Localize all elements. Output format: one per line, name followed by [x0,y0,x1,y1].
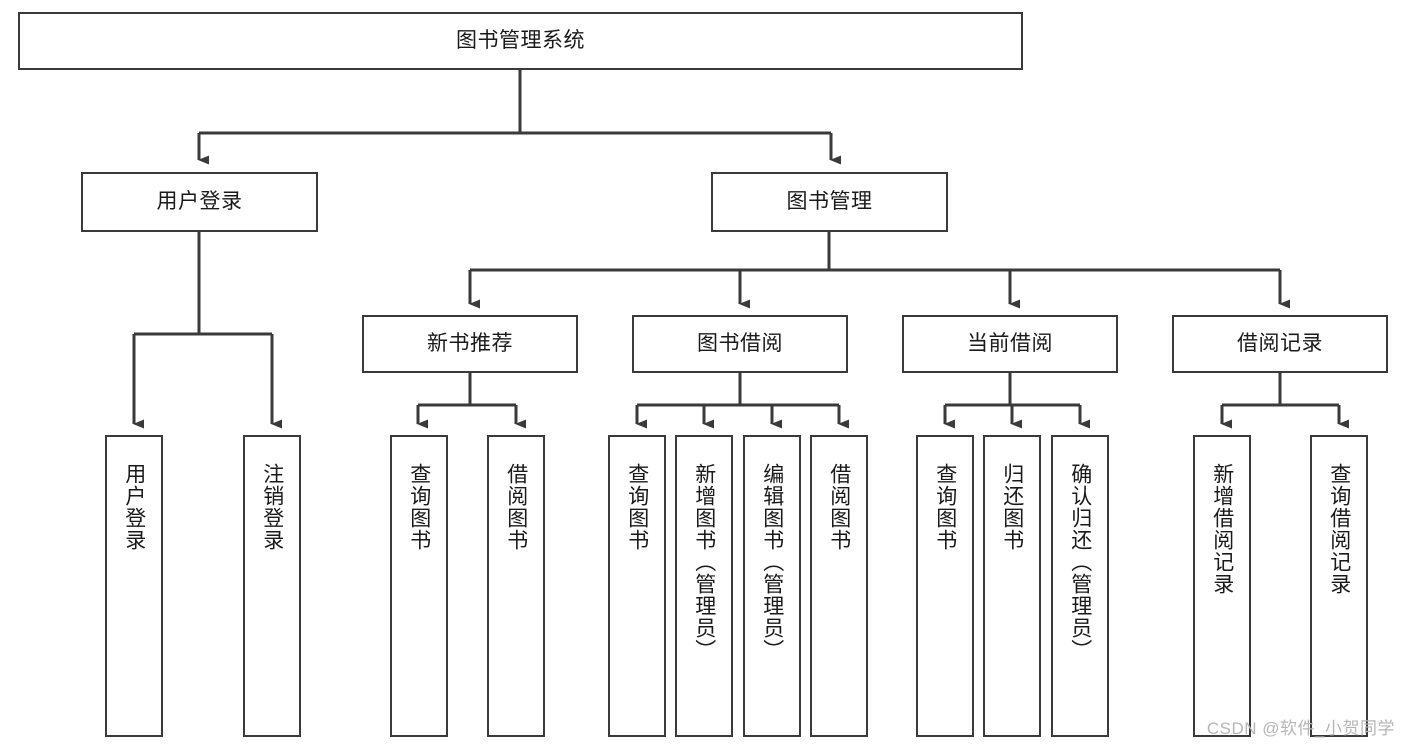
node-book-management-label: 图书管理 [786,189,873,213]
leaf-query-book-borrow[interactable]: 查询图书 [608,435,666,737]
edge-borrow-record-to-leaves [1220,373,1349,429]
node-new-book-recommend-label: 新书推荐 [427,331,513,355]
node-book-borrow-label: 图书借阅 [697,331,783,355]
leaf-label: 编辑图书（管理员） [760,463,784,661]
leaf-label: 归还图书 [1000,463,1024,551]
leaf-label: 注销登录 [260,463,284,551]
leaf-query-book-recommend[interactable]: 查询图书 [390,435,448,737]
edge-user-login-to-leaves [132,232,282,429]
node-user-login[interactable]: 用户登录 [81,172,318,232]
leaf-label: 查询图书 [407,463,431,551]
leaf-label: 借阅图书 [504,463,528,551]
node-new-book-recommend[interactable]: 新书推荐 [362,315,578,373]
leaf-edit-book-admin[interactable]: 编辑图书（管理员） [743,435,801,737]
leaf-label: 查询图书 [625,463,649,551]
node-book-management[interactable]: 图书管理 [711,172,948,232]
leaf-label: 新增借阅记录 [1210,463,1234,595]
leaf-user-logout[interactable]: 注销登录 [243,435,301,737]
leaf-query-borrow-record[interactable]: 查询借阅记录 [1310,435,1368,737]
node-current-borrow-label: 当前借阅 [967,331,1053,355]
leaf-label: 查询借阅记录 [1327,463,1351,595]
leaf-label: 查询图书 [933,463,957,551]
leaf-borrow-book-recommend[interactable]: 借阅图书 [487,435,545,737]
leaf-confirm-return-admin[interactable]: 确认归还（管理员） [1051,435,1109,737]
edge-root-to-level2 [197,70,841,165]
leaf-add-borrow-record[interactable]: 新增借阅记录 [1193,435,1251,737]
edge-book-borrow-to-leaves [635,373,849,429]
edge-new-book-recommend-to-leaves [416,373,526,429]
leaf-label: 新增图书（管理员） [692,463,716,661]
node-user-login-label: 用户登录 [156,189,243,213]
leaf-borrow-book[interactable]: 借阅图书 [810,435,868,737]
node-current-borrow[interactable]: 当前借阅 [902,315,1118,373]
node-borrow-record-label: 借阅记录 [1237,331,1323,355]
edge-book-management-to-level3 [468,232,1290,309]
node-book-borrow[interactable]: 图书借阅 [632,315,848,373]
leaf-user-login[interactable]: 用户登录 [105,435,163,737]
edge-current-borrow-to-leaves [943,373,1090,429]
node-root-label: 图书管理系统 [456,28,585,52]
leaf-label: 用户登录 [122,463,146,551]
leaf-label: 借阅图书 [827,463,851,551]
node-root[interactable]: 图书管理系统 [18,12,1023,70]
node-borrow-record[interactable]: 借阅记录 [1172,315,1388,373]
leaf-label: 确认归还（管理员） [1068,463,1092,661]
leaf-query-book-current[interactable]: 查询图书 [916,435,974,737]
leaf-add-book-admin[interactable]: 新增图书（管理员） [675,435,733,737]
leaf-return-book[interactable]: 归还图书 [983,435,1041,737]
